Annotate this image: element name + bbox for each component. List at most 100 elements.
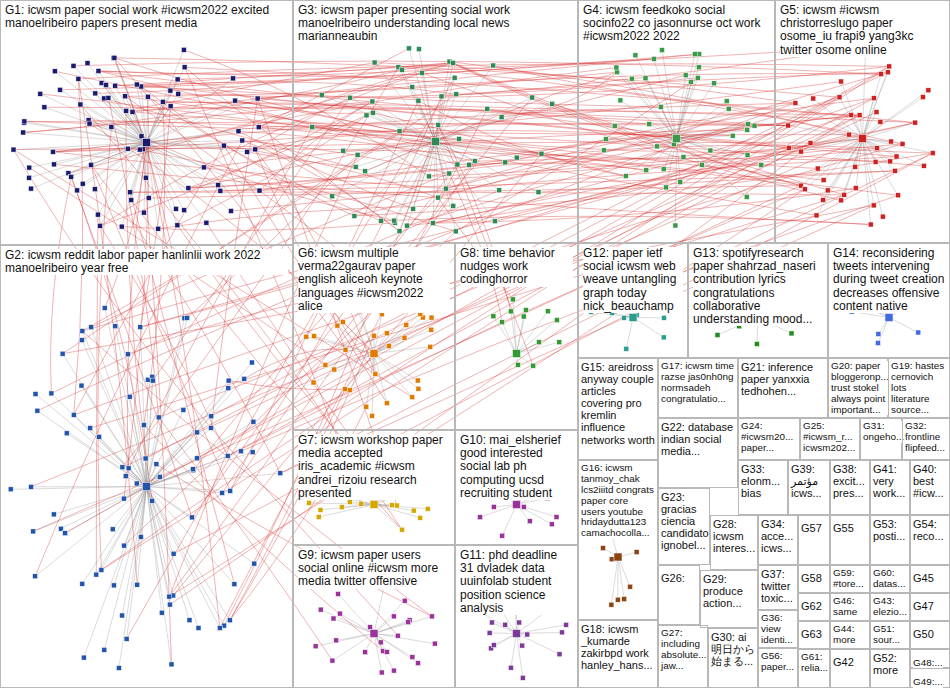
vertex-dot xyxy=(312,334,317,339)
group-label: G47 xyxy=(913,600,934,612)
vertex-dot xyxy=(454,92,459,97)
group-label: G36: view identi... xyxy=(761,613,795,646)
vertex-dot xyxy=(169,662,174,667)
between-group-tie xyxy=(63,205,874,353)
group-box: G55 xyxy=(830,515,870,565)
group-box: G32: frontline flipfeed... xyxy=(902,418,950,460)
vertex-dot xyxy=(175,223,180,228)
vertex-dot xyxy=(209,414,214,419)
vertex-dot xyxy=(143,483,151,491)
vertex-dot xyxy=(799,149,804,154)
between-group-tie xyxy=(193,161,475,470)
vertex-dot xyxy=(218,188,223,193)
vertex-dot xyxy=(348,95,353,100)
vertex-dot xyxy=(154,462,159,467)
vertex-dot xyxy=(521,504,526,509)
vertex-dot xyxy=(848,113,853,118)
vertex-dot xyxy=(913,120,918,125)
group-label: G44: more xyxy=(833,624,867,646)
vertex-dot xyxy=(278,471,283,476)
tie-line xyxy=(54,487,147,515)
vertex-dot xyxy=(63,531,68,536)
vertex-dot xyxy=(515,362,520,367)
between-group-tie xyxy=(14,150,212,428)
group-label: G1: icwsm paper social work #icwsm2022 e… xyxy=(5,4,288,30)
between-group-tie xyxy=(146,97,840,458)
vertex-dot xyxy=(900,141,905,146)
tie-line xyxy=(147,143,189,189)
vertex-dot xyxy=(209,425,214,430)
group-box: G63 xyxy=(798,621,830,649)
vertex-dot xyxy=(323,363,328,368)
vertex-dot xyxy=(87,121,92,126)
vertex-dot xyxy=(38,91,43,96)
vertex-dot xyxy=(124,108,129,113)
vertex-dot xyxy=(508,309,513,314)
vertex-dot xyxy=(432,641,437,646)
vertex-dot xyxy=(251,419,256,424)
tie-line xyxy=(677,54,700,138)
vertex-dot xyxy=(181,47,186,52)
vertex-dot xyxy=(316,515,321,520)
vertex-dot xyxy=(8,487,13,492)
between-group-tie xyxy=(74,79,83,415)
vertex-dot xyxy=(560,630,565,635)
vertex-dot xyxy=(167,594,172,599)
group-label: G11: phd deadline 31 dvladek data uuinfo… xyxy=(460,549,573,615)
vertex-dot xyxy=(134,481,139,486)
group-box: G62 xyxy=(798,593,830,621)
vertex-dot xyxy=(545,309,550,314)
between-group-tie xyxy=(178,47,866,80)
group-box: G26: xyxy=(658,565,700,625)
tie-line xyxy=(140,327,146,486)
vertex-dot xyxy=(920,95,925,100)
vertex-dot xyxy=(42,105,47,110)
between-group-tie xyxy=(422,73,841,200)
tie-line xyxy=(84,487,147,658)
vertex-dot xyxy=(343,347,348,352)
group-label: G8: time behavior nudges work codinghorr… xyxy=(460,247,573,287)
vertex-dot xyxy=(520,643,525,648)
vertex-dot xyxy=(429,315,434,320)
vertex-dot xyxy=(330,194,335,199)
group-label: G15: areidross anyway couple articles co… xyxy=(581,361,655,446)
vertex-dot xyxy=(825,188,830,193)
tie-line xyxy=(332,634,374,661)
vertex-dot xyxy=(500,533,505,538)
vertex-dot xyxy=(253,147,258,152)
vertex-dot xyxy=(370,99,375,104)
vertex-dot xyxy=(190,467,195,472)
vertex-dot xyxy=(643,76,648,81)
vertex-dot xyxy=(647,122,652,127)
vertex-dot xyxy=(660,48,665,53)
group-label: G13: spotifyresearch paper shahrzad_nase… xyxy=(693,247,823,326)
vertex-dot xyxy=(500,320,505,325)
group-box: G40: best #icw... xyxy=(910,460,950,515)
vertex-dot xyxy=(94,572,99,577)
vertex-dot xyxy=(793,101,798,106)
tie-line xyxy=(618,557,630,587)
vertex-dot xyxy=(499,115,504,120)
vertex-dot xyxy=(410,655,415,660)
vertex-dot xyxy=(549,522,554,527)
vertex-dot xyxy=(715,333,720,338)
vertex-dot xyxy=(51,149,56,154)
vertex-dot xyxy=(96,69,101,74)
vertex-dot xyxy=(352,214,357,219)
vertex-dot xyxy=(428,344,433,349)
vertex-dot xyxy=(615,597,620,602)
tie-line xyxy=(147,487,220,629)
group-label: G10: mai_elsherief good interested socia… xyxy=(460,434,573,500)
vertex-dot xyxy=(874,110,879,115)
group-box: G24: #icwsm20... paper... xyxy=(738,418,800,460)
tie-line xyxy=(517,505,552,525)
vertex-dot xyxy=(491,63,496,68)
tie-line xyxy=(36,394,147,487)
between-group-tie xyxy=(141,87,661,108)
group-box: G18: icwsm _kumarde zakirbpd work hanley… xyxy=(578,620,658,688)
vertex-dot xyxy=(683,73,688,78)
tie-line xyxy=(122,487,146,616)
vertex-dot xyxy=(724,99,729,104)
vertex-dot xyxy=(123,474,128,479)
